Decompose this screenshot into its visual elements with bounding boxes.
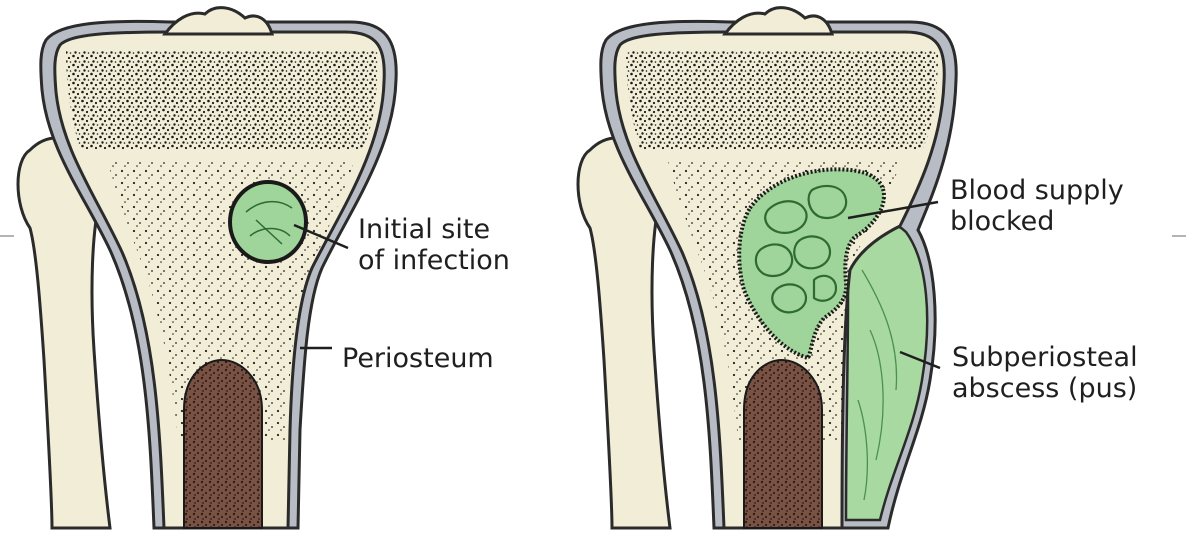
- left-epiphysis: [66, 50, 378, 150]
- left-marrow-cavity: [184, 360, 262, 528]
- left-infection-site: [230, 182, 306, 262]
- blood-supply-line1: Blood supply: [950, 175, 1124, 206]
- left-bone: [18, 8, 396, 528]
- initial-site-line2: of infection: [358, 245, 510, 276]
- right-marrow-cavity: [744, 360, 822, 528]
- abscess-label: Subperiosteal abscess (pus): [952, 342, 1138, 404]
- initial-site-label: Initial site of infection: [358, 214, 510, 276]
- right-bone-top: [725, 8, 832, 34]
- left-bone-top: [165, 8, 272, 34]
- right-epiphysis: [626, 50, 938, 150]
- right-bone: [578, 8, 956, 528]
- right-abscess: [846, 223, 927, 520]
- initial-site-line1: Initial site: [358, 214, 510, 245]
- abscess-line2: abscess (pus): [952, 373, 1138, 404]
- periosteum-label: Periosteum: [342, 343, 494, 374]
- abscess-line1: Subperiosteal: [952, 342, 1138, 373]
- blood-supply-line2: blocked: [950, 206, 1124, 237]
- blood-supply-label: Blood supply blocked: [950, 175, 1124, 237]
